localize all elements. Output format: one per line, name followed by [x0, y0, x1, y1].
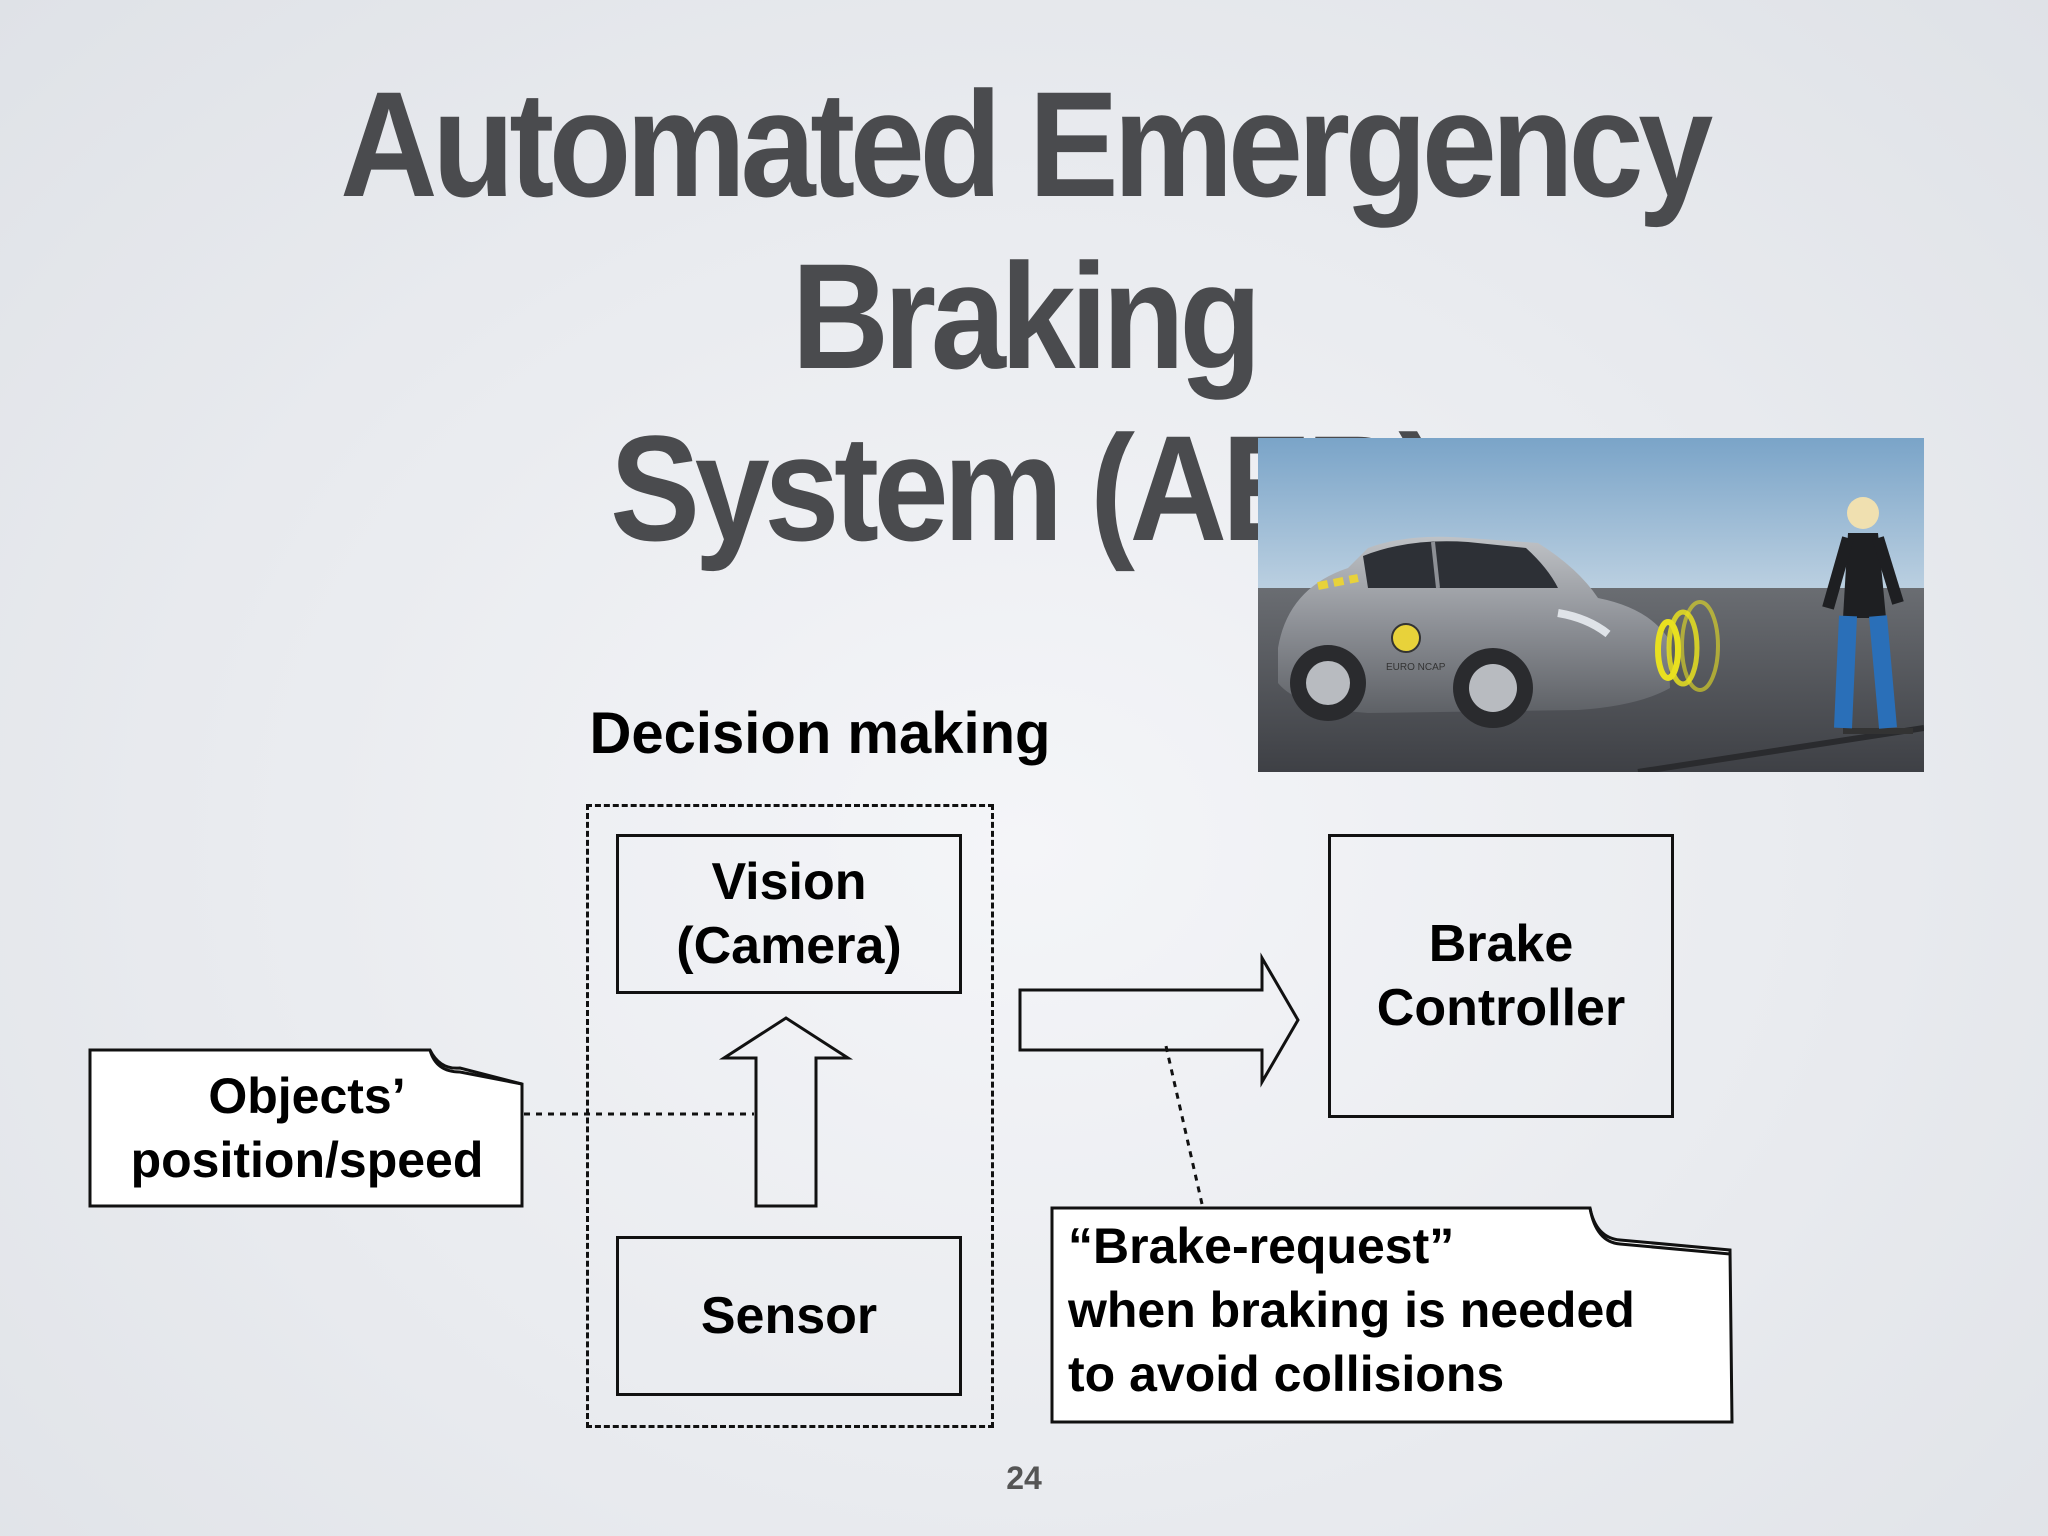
euro-ncap-logo-text: EURO NCAP [1386, 662, 1446, 673]
aeb-illustration: EURO NCAP [1258, 438, 1924, 772]
right-arrow [1018, 952, 1300, 1088]
decision-making-boundary [586, 804, 994, 1428]
sensor-label: Sensor [700, 1287, 878, 1345]
brake-request-note-line1: “Brake-request” [1068, 1218, 1455, 1274]
page-number: 24 [1006, 1460, 1042, 1496]
vision-label: Vision [711, 853, 867, 911]
brake-request-connector [1164, 1045, 1204, 1205]
brake-controller-box: Brake Controller [1328, 834, 1674, 1118]
brake-request-note: “Brake-request” when braking is needed t… [1068, 1214, 1728, 1406]
sensor-box: Sensor [616, 1236, 962, 1396]
brake-request-note-line3: to avoid collisions [1068, 1346, 1505, 1402]
vision-camera-box: Vision (Camera) [616, 834, 962, 994]
objects-note-line2: position/speed [130, 1132, 484, 1188]
title-line-1: Automated Emergency Braking [340, 60, 1713, 400]
controller-label: Controller [1376, 979, 1626, 1037]
decision-making-label: Decision making [589, 701, 1051, 766]
brake-request-note-line2: when braking is needed [1068, 1282, 1635, 1338]
brake-label: Brake [1428, 915, 1574, 973]
up-arrow [718, 1016, 854, 1208]
camera-label: (Camera) [676, 917, 902, 975]
objects-note-line1: Objects’ [208, 1068, 406, 1124]
car-pedestrian-image: EURO NCAP [1258, 438, 1924, 772]
objects-note: Objects’ position/speed [92, 1064, 522, 1192]
